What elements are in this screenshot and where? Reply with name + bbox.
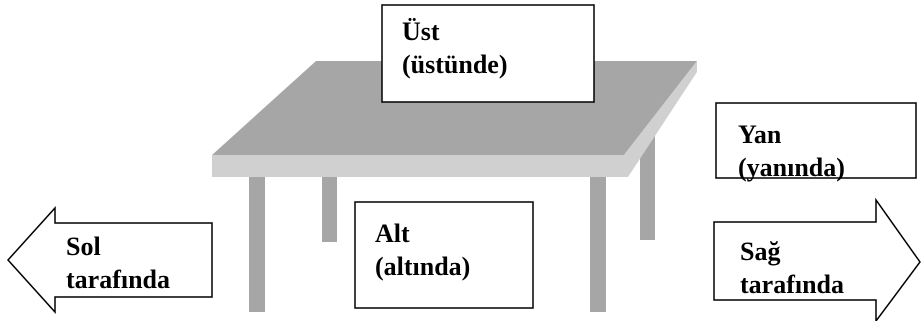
right-arrow	[713, 197, 921, 321]
left-label: Sol tarafında	[66, 230, 170, 296]
table-leg-back-right	[640, 135, 655, 240]
side-label-line1: Yan	[738, 120, 782, 149]
right-label-line2: tarafında	[740, 270, 844, 299]
top-label-line2: (üstünde)	[402, 50, 508, 79]
table-leg-front-left	[249, 172, 265, 312]
top-label-box	[381, 4, 595, 103]
top-label: Üst (üstünde)	[402, 15, 507, 81]
table-leg-back-left	[322, 160, 337, 242]
table-top-edge	[212, 61, 697, 177]
table-leg-front-right	[590, 172, 606, 312]
bottom-label-line1: Alt	[375, 219, 410, 248]
side-label-box	[715, 102, 917, 179]
left-arrow	[6, 206, 213, 314]
left-label-line1: Sol	[66, 232, 101, 261]
right-label-line1: Sağ	[740, 237, 781, 266]
top-label-line1: Üst	[402, 17, 440, 46]
bottom-label: Alt (altında)	[375, 217, 470, 283]
side-label: Yan (yanında)	[738, 118, 845, 184]
right-label: Sağ tarafında	[740, 235, 844, 301]
bottom-label-line2: (altında)	[375, 252, 471, 281]
left-label-line2: tarafında	[66, 265, 170, 294]
bottom-label-box	[354, 201, 534, 309]
side-label-line2: (yanında)	[738, 153, 845, 182]
